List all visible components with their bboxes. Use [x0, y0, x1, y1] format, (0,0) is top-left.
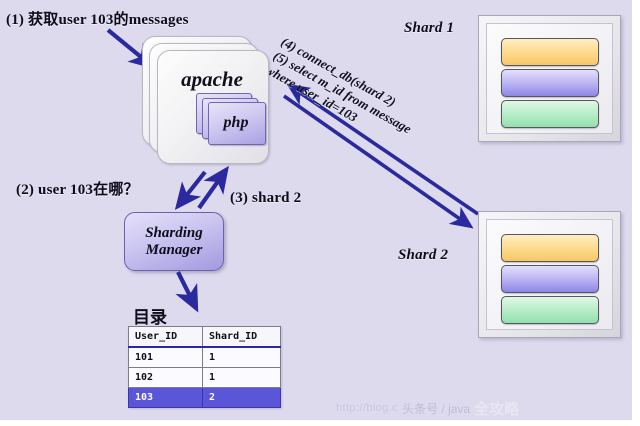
sharding-manager-line1: Sharding	[145, 224, 203, 241]
php-card-front	[208, 102, 266, 145]
shard-1-node[interactable]	[478, 15, 621, 142]
cell-user-id: 101	[128, 346, 203, 368]
step-3-label: (3) shard 2	[230, 190, 302, 206]
shard-2-inner	[486, 219, 613, 330]
shard-2-label: Shard 2	[398, 247, 449, 263]
shard-2-bar-blue	[501, 265, 599, 293]
table-row[interactable]: 101 1	[128, 346, 281, 368]
sharding-manager-line2: Manager	[145, 241, 203, 258]
directory-col-shard-id: Shard_ID	[202, 326, 281, 348]
shard-1-bar-orange	[501, 38, 599, 66]
apache-server-node[interactable]: apache php	[142, 36, 274, 168]
sharding-manager-node[interactable]: Sharding Manager	[124, 212, 224, 271]
shard-2-bar-orange	[501, 234, 599, 262]
watermark-source: 头条号 / java	[402, 401, 471, 416]
cell-shard-id: 1	[202, 367, 281, 388]
shard-1-bar-green	[501, 100, 599, 128]
shard-2-bar-green	[501, 296, 599, 324]
cell-user-id: 102	[128, 367, 203, 388]
arrow-step-3	[197, 165, 229, 210]
step-2-label: (2) user 103在哪？	[16, 182, 139, 198]
cell-shard-id: 1	[202, 346, 281, 368]
shard-1-bar-blue	[501, 69, 599, 97]
arrow-step-2	[174, 170, 207, 210]
table-row[interactable]: 102 1	[128, 367, 281, 388]
shard-1-label: Shard 1	[404, 20, 455, 36]
table-row-highlighted[interactable]: 103 2	[128, 387, 281, 408]
shard-1-inner	[486, 23, 613, 134]
step-4-5-callout: (4) connect_db(shard 2) (5) select m_id …	[263, 34, 422, 151]
shard-2-node[interactable]	[478, 211, 621, 338]
directory-col-user-id: User_ID	[128, 326, 203, 348]
watermark-brand: 全攻略	[474, 400, 520, 418]
directory-table: User_ID Shard_ID 101 1 102 1 103 2	[128, 326, 281, 408]
diagram-stage: (1) 获取user 103的messages (2) user 103在哪？ …	[0, 0, 632, 420]
cell-shard-id: 2	[202, 387, 281, 408]
step-1-label: (1) 获取user 103的messages	[6, 12, 189, 28]
cell-user-id: 103	[128, 387, 203, 408]
apache-label: apache	[181, 67, 243, 91]
watermark-url: http://blog.c	[336, 402, 399, 414]
directory-title: 目录	[133, 308, 167, 327]
directory-header-row: User_ID Shard_ID	[128, 326, 281, 348]
arrow-manager-to-directory	[175, 271, 199, 313]
php-label: php	[223, 113, 249, 131]
watermark: http://blog.c 头条号 / java 全攻略	[336, 396, 636, 420]
